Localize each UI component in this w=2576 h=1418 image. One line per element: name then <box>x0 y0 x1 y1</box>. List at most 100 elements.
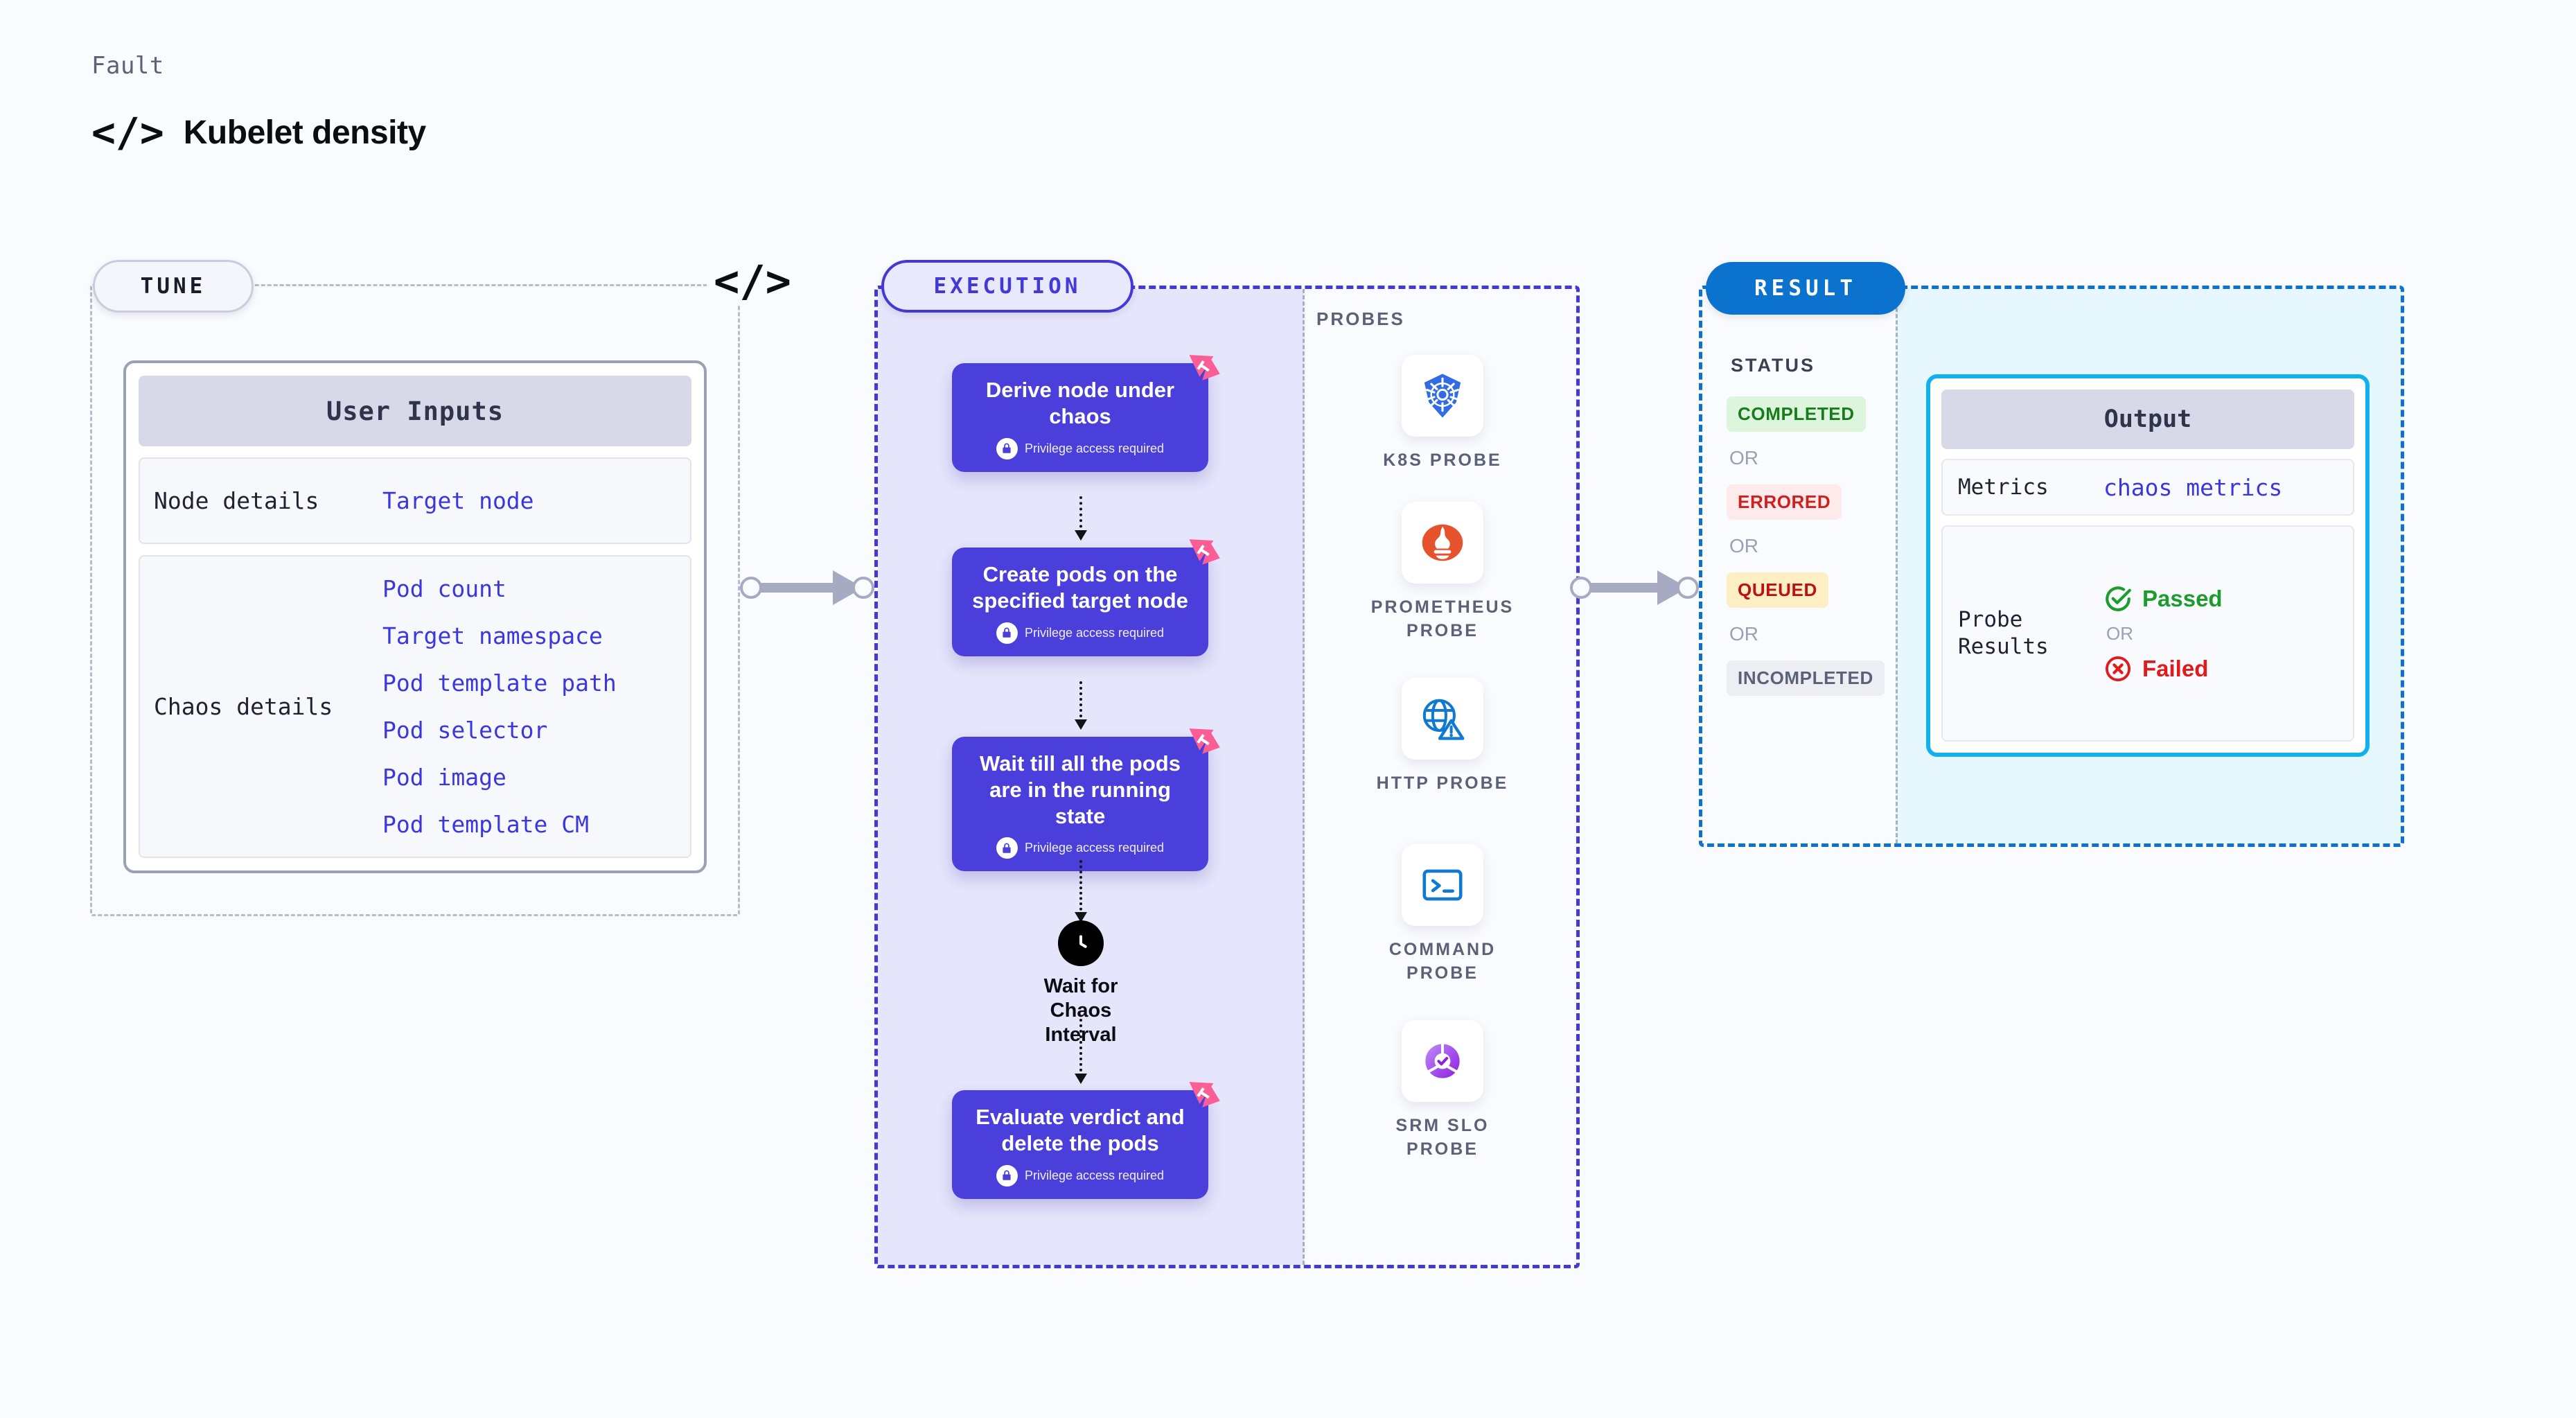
probes-title: PROBES <box>1316 308 1405 329</box>
output-row-label: Metrics <box>1958 474 2049 500</box>
probe-item-http[interactable]: HTTP PROBE <box>1366 678 1519 796</box>
output-card: Output Metrics chaos metrics Probe Resul… <box>1926 374 2370 757</box>
check-circle-icon <box>2106 586 2131 611</box>
step-privilege-note: Privilege access required <box>966 1164 1194 1187</box>
tune-link-pod-template-path[interactable]: Pod template path <box>382 669 617 697</box>
code-icon: </> <box>91 109 164 156</box>
flow-arrow <box>1075 496 1087 541</box>
execution-step-card[interactable]: Create pods on the specified target node… <box>952 539 1220 656</box>
output-row-probe-results: Probe Results Passed OR Failed <box>1941 525 2354 742</box>
tune-row-label: Chaos details <box>154 692 333 720</box>
probe-verdicts: Passed OR Failed <box>2103 584 2223 683</box>
probe-item-k8s[interactable]: K8S PROBE <box>1366 355 1519 473</box>
status-list: COMPLETED OR ERRORED OR QUEUED OR INCOMP… <box>1727 396 1900 696</box>
user-inputs-title: User Inputs <box>139 376 691 446</box>
chaos-badge-icon <box>1189 728 1220 754</box>
chaos-badge-icon <box>1189 539 1220 565</box>
probe-item-srm-slo[interactable]: SRM SLO PROBE <box>1366 1020 1519 1162</box>
tune-pill[interactable]: TUNE <box>93 260 254 313</box>
tune-row-chaos-details: Chaos details Pod count Target namespace… <box>139 555 691 858</box>
flow-arrow <box>1075 1019 1087 1084</box>
page-title-row: </> Kubelet density <box>91 112 426 152</box>
execution-step-card[interactable]: Derive node under chaos Privilege access… <box>952 355 1220 472</box>
privilege-text: Privilege access required <box>1024 625 1165 640</box>
probe-item-prometheus[interactable]: PROMETHEUS PROBE <box>1366 502 1519 643</box>
connector-start-dot <box>740 577 762 599</box>
probe-label: HTTP PROBE <box>1376 773 1509 793</box>
status-or: OR <box>1729 623 1758 645</box>
lock-icon <box>996 622 1018 644</box>
result-status-divider <box>1896 289 1898 843</box>
srm-slo-icon <box>1402 1020 1483 1102</box>
tune-row-node-details: Node details Target node <box>139 457 691 544</box>
status-title: STATUS <box>1731 355 1815 376</box>
tune-link-target-namespace[interactable]: Target namespace <box>382 622 603 649</box>
probe-label: SRM SLO PROBE <box>1395 1116 1490 1159</box>
lock-icon <box>996 837 1018 859</box>
status-or: OR <box>1729 447 1758 469</box>
execution-step-card[interactable]: Evaluate verdict and delete the pods Pri… <box>952 1082 1220 1199</box>
code-divider-icon: </> <box>707 257 798 306</box>
status-badge-queued: QUEUED <box>1727 572 1828 608</box>
lock-icon <box>996 1164 1018 1187</box>
execution-section <box>874 286 1580 1268</box>
tune-link-target-node[interactable]: Target node <box>382 487 534 514</box>
result-section <box>1699 286 2404 847</box>
tune-link-pod-image[interactable]: Pod image <box>382 764 506 791</box>
tune-row-values: Target node <box>382 487 534 514</box>
privilege-text: Privilege access required <box>1024 1168 1165 1182</box>
step-title: Create pods on the specified target node <box>972 562 1188 613</box>
privilege-text: Privilege access required <box>1024 441 1165 455</box>
status-badge-incompleted: INCOMPLETED <box>1727 660 1885 696</box>
probe-label: PROMETHEUS PROBE <box>1370 597 1515 640</box>
step-privilege-note: Privilege access required <box>966 437 1194 459</box>
tune-link-pod-selector[interactable]: Pod selector <box>382 717 548 744</box>
globe-warning-icon <box>1402 678 1483 760</box>
verdict-or: OR <box>2106 622 2133 644</box>
clock-icon <box>1058 920 1104 966</box>
tune-link-pod-template-cm[interactable]: Pod template CM <box>382 811 590 838</box>
execution-pill[interactable]: EXECUTION <box>881 260 1133 313</box>
output-row-metrics: Metrics chaos metrics <box>1941 459 2354 516</box>
x-circle-icon <box>2105 656 2131 681</box>
page-kicker: Fault <box>91 52 164 80</box>
connector-start-dot <box>1570 577 1592 599</box>
flow-arrow <box>1075 681 1087 730</box>
verdict-label: Passed <box>2142 585 2223 611</box>
terminal-icon <box>1402 844 1483 926</box>
probe-label: COMMAND PROBE <box>1388 940 1497 983</box>
result-pill[interactable]: RESULT <box>1706 262 1905 315</box>
connector-tune-to-execution <box>740 570 874 605</box>
privilege-text: Privilege access required <box>1024 841 1165 855</box>
step-title: Wait till all the pods are in the runnin… <box>980 751 1181 828</box>
connector-execution-to-result <box>1570 570 1699 605</box>
step-title: Evaluate verdict and delete the pods <box>976 1105 1185 1155</box>
chaos-badge-icon <box>1189 1082 1220 1108</box>
verdict-label: Failed <box>2142 655 2209 681</box>
tune-row-values: Pod count Target namespace Pod template … <box>382 575 617 838</box>
user-inputs-card: User Inputs Node details Target node Cha… <box>123 360 707 873</box>
prometheus-icon <box>1402 502 1483 584</box>
probe-label: K8S PROBE <box>1383 450 1502 470</box>
output-row-label: Probe Results <box>1958 607 2049 659</box>
flow-arrow <box>1075 860 1087 922</box>
status-badge-completed: COMPLETED <box>1727 396 1866 432</box>
execution-step-card[interactable]: Wait till all the pods are in the runnin… <box>952 728 1220 872</box>
step-privilege-note: Privilege access required <box>966 837 1194 859</box>
step-title: Derive node under chaos <box>985 378 1175 428</box>
output-link-chaos-metrics[interactable]: chaos metrics <box>2103 473 2283 501</box>
output-title: Output <box>1941 389 2354 449</box>
page-title: Kubelet density <box>183 114 426 151</box>
tune-link-pod-count[interactable]: Pod count <box>382 575 506 602</box>
status-or: OR <box>1729 535 1758 557</box>
verdict-passed: Passed <box>2103 584 2223 613</box>
connector-end-dot <box>1677 577 1699 599</box>
execution-probes-divider <box>1303 289 1305 1265</box>
status-badge-errored: ERRORED <box>1727 484 1842 520</box>
verdict-failed: Failed <box>2103 654 2223 683</box>
tune-row-label: Node details <box>154 487 319 514</box>
kubernetes-icon <box>1402 355 1483 437</box>
probe-item-command[interactable]: COMMAND PROBE <box>1366 844 1519 986</box>
step-privilege-note: Privilege access required <box>966 622 1194 644</box>
